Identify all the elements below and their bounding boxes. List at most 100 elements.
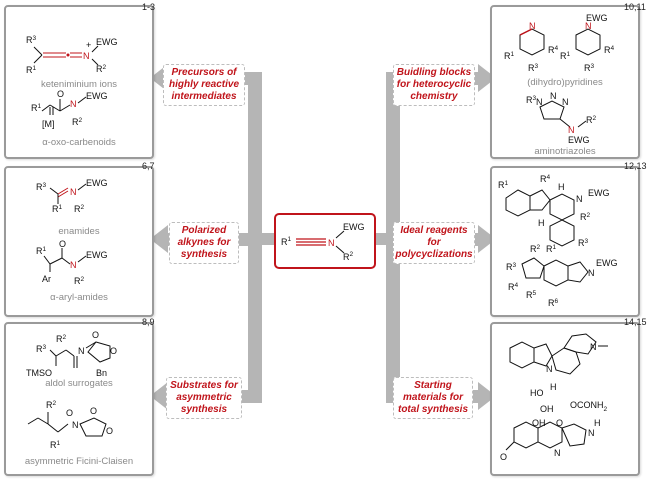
svg-text:R1: R1 bbox=[31, 103, 42, 113]
svg-text:R1: R1 bbox=[504, 51, 515, 61]
svg-text:R4: R4 bbox=[508, 282, 519, 292]
svg-text:OCONH2: OCONH2 bbox=[570, 400, 608, 413]
svg-text:R2: R2 bbox=[74, 204, 85, 214]
svg-text:N: N bbox=[70, 187, 77, 197]
panel-bottom-left: R3 TMSO R2 N O O Bn aldol surrogates R2 … bbox=[4, 322, 154, 476]
svg-text:R3: R3 bbox=[26, 35, 37, 45]
ynamide-structure: R1 N EWG R2 bbox=[281, 222, 365, 262]
ref-top-left: 1-3 bbox=[142, 2, 156, 12]
svg-text:O: O bbox=[92, 330, 99, 340]
svg-text:EWG: EWG bbox=[86, 178, 108, 188]
svg-text:α-oxo-carbenoids: α-oxo-carbenoids bbox=[42, 137, 116, 148]
svg-text:R3: R3 bbox=[526, 95, 537, 105]
ref-bottom-left: 8,9 bbox=[142, 317, 155, 327]
svg-text:(dihydro)pyridines: (dihydro)pyridines bbox=[527, 77, 603, 88]
svg-text:EWG: EWG bbox=[96, 37, 118, 47]
svg-text:Ar: Ar bbox=[42, 274, 51, 284]
svg-text:N: N bbox=[78, 346, 85, 356]
svg-text:keteniminium ions: keteniminium ions bbox=[41, 79, 117, 90]
svg-text:R4: R4 bbox=[548, 45, 559, 55]
svg-text:N: N bbox=[588, 428, 595, 438]
svg-text:N: N bbox=[568, 125, 575, 135]
svg-text:H: H bbox=[594, 418, 601, 428]
svg-text:R2: R2 bbox=[530, 244, 541, 254]
svg-text:aldol surrogates: aldol surrogates bbox=[45, 378, 113, 389]
svg-text:O: O bbox=[59, 239, 66, 249]
svg-text:R1: R1 bbox=[498, 180, 509, 190]
svg-text:O: O bbox=[106, 426, 113, 436]
svg-text:R4: R4 bbox=[604, 45, 615, 55]
panel-top-left: R3 R1 N + EWG R2 keteniminium ions R1 O … bbox=[4, 5, 154, 159]
svg-text:R3: R3 bbox=[36, 344, 47, 354]
svg-text:N: N bbox=[585, 21, 592, 31]
svg-text:R5: R5 bbox=[526, 290, 537, 300]
svg-text:O: O bbox=[110, 346, 117, 356]
svg-text:TMSO: TMSO bbox=[26, 368, 52, 378]
svg-text:O: O bbox=[500, 452, 507, 462]
ref-mid-right: 12,13 bbox=[624, 161, 647, 171]
svg-text:N: N bbox=[554, 448, 561, 458]
svg-text:R1: R1 bbox=[52, 204, 63, 214]
svg-text:EWG: EWG bbox=[568, 135, 590, 145]
svg-text:N: N bbox=[588, 268, 595, 278]
svg-text:N: N bbox=[576, 194, 583, 204]
svg-text:EWG: EWG bbox=[588, 188, 610, 198]
svg-text:N: N bbox=[328, 238, 335, 248]
svg-text:R2: R2 bbox=[343, 251, 354, 262]
svg-text:R1: R1 bbox=[281, 236, 292, 247]
svg-text:R6: R6 bbox=[548, 298, 559, 308]
arrow-right-mid-head bbox=[478, 225, 496, 253]
svg-text:EWG: EWG bbox=[86, 91, 108, 101]
svg-text:R4: R4 bbox=[540, 174, 551, 184]
ref-bottom-right: 14,15 bbox=[624, 317, 647, 327]
svg-text:R2: R2 bbox=[96, 64, 107, 74]
svg-text:EWG: EWG bbox=[596, 258, 618, 268]
svg-text:R3: R3 bbox=[506, 262, 517, 272]
svg-text:[M]: [M] bbox=[42, 119, 55, 129]
svg-text:R1: R1 bbox=[36, 246, 47, 256]
svg-text:R2: R2 bbox=[56, 334, 67, 344]
svg-text:enamides: enamides bbox=[58, 226, 99, 237]
svg-text:R2: R2 bbox=[586, 115, 597, 125]
panel-mid-left-structures: R3 R1 N EWG R2 enamides R1 O N EWG R2 Ar… bbox=[36, 178, 108, 303]
arrow-left-mid-head bbox=[150, 225, 168, 253]
svg-text:R1: R1 bbox=[560, 51, 571, 61]
center-ynamide-box: R1 N EWG R2 bbox=[274, 213, 376, 269]
svg-text:R3: R3 bbox=[584, 63, 595, 73]
panel-bottom-right-structures: N N H HO OH OCONH2 OH O N H N O bbox=[500, 333, 608, 462]
svg-text:aminotriazoles: aminotriazoles bbox=[534, 146, 595, 157]
svg-text:N: N bbox=[72, 420, 79, 430]
svg-text:Bn: Bn bbox=[96, 368, 107, 378]
svg-text:EWG: EWG bbox=[86, 250, 108, 260]
svg-text:H: H bbox=[538, 218, 545, 228]
svg-text:R3: R3 bbox=[578, 238, 589, 248]
panel-top-left-structures: R3 R1 N + EWG R2 keteniminium ions R1 O … bbox=[26, 35, 118, 148]
panel-mid-right-structures: R1 R4 H N EWG R2 H R3 R2 R1 R3 R4 R5 R6 … bbox=[498, 174, 618, 308]
svg-text:+: + bbox=[86, 40, 91, 50]
panel-top-right-structures: N R1 R3 R4 N EWG R1 R3 R4 (dihydro)pyrid… bbox=[504, 13, 615, 157]
panel-bottom-right: N N H HO OH OCONH2 OH O N H N O bbox=[490, 322, 640, 476]
svg-text:O: O bbox=[556, 418, 563, 428]
ref-mid-left: 6,7 bbox=[142, 161, 155, 171]
svg-text:EWG: EWG bbox=[343, 222, 365, 232]
center-link-left bbox=[262, 233, 276, 245]
svg-text:H: H bbox=[550, 382, 557, 392]
svg-text:OH: OH bbox=[532, 418, 546, 428]
svg-text:N: N bbox=[70, 260, 77, 270]
svg-text:R1: R1 bbox=[26, 65, 37, 75]
svg-text:R2: R2 bbox=[72, 117, 83, 127]
panel-mid-right: R1 R4 H N EWG R2 H R3 R2 R1 R3 R4 R5 R6 … bbox=[490, 166, 640, 317]
svg-text:O: O bbox=[90, 406, 97, 416]
svg-text:asymmetric Ficini-Claisen: asymmetric Ficini-Claisen bbox=[25, 456, 133, 467]
svg-text:N: N bbox=[590, 342, 597, 352]
panel-bottom-left-structures: R3 TMSO R2 N O O Bn aldol surrogates R2 … bbox=[25, 330, 133, 467]
svg-text:N: N bbox=[529, 21, 536, 31]
svg-text:OH: OH bbox=[540, 404, 554, 414]
panel-mid-left: R3 R1 N EWG R2 enamides R1 O N EWG R2 Ar… bbox=[4, 166, 154, 317]
